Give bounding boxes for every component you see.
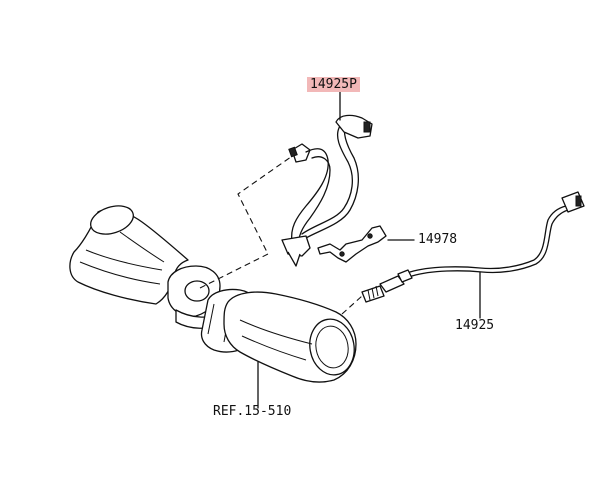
catalytic-converter [223, 291, 357, 383]
rear-sensor-connector [561, 191, 585, 213]
rear-sensor-dash-path [341, 295, 363, 315]
front-sensor-harness [290, 121, 360, 249]
part-label-14978[interactable]: 14978 [418, 232, 458, 247]
rear-sensor-harness [409, 205, 569, 277]
front-sensor-dash-path [199, 151, 299, 289]
rear-sensor-body [361, 269, 413, 303]
part-label-14925[interactable]: 14925 [455, 318, 495, 333]
highlighted-part-number: 14925P [307, 77, 360, 92]
sensor-plug-14925p [335, 114, 373, 139]
front-sensor-connector [288, 143, 311, 163]
reference-label[interactable]: REF.15-510 [213, 404, 292, 419]
exhaust-front-pipe [69, 205, 189, 305]
part-label-14925p[interactable]: 14925P [307, 77, 360, 93]
grommet-bracket [281, 235, 311, 267]
harness-bracket-14978 [317, 225, 387, 263]
